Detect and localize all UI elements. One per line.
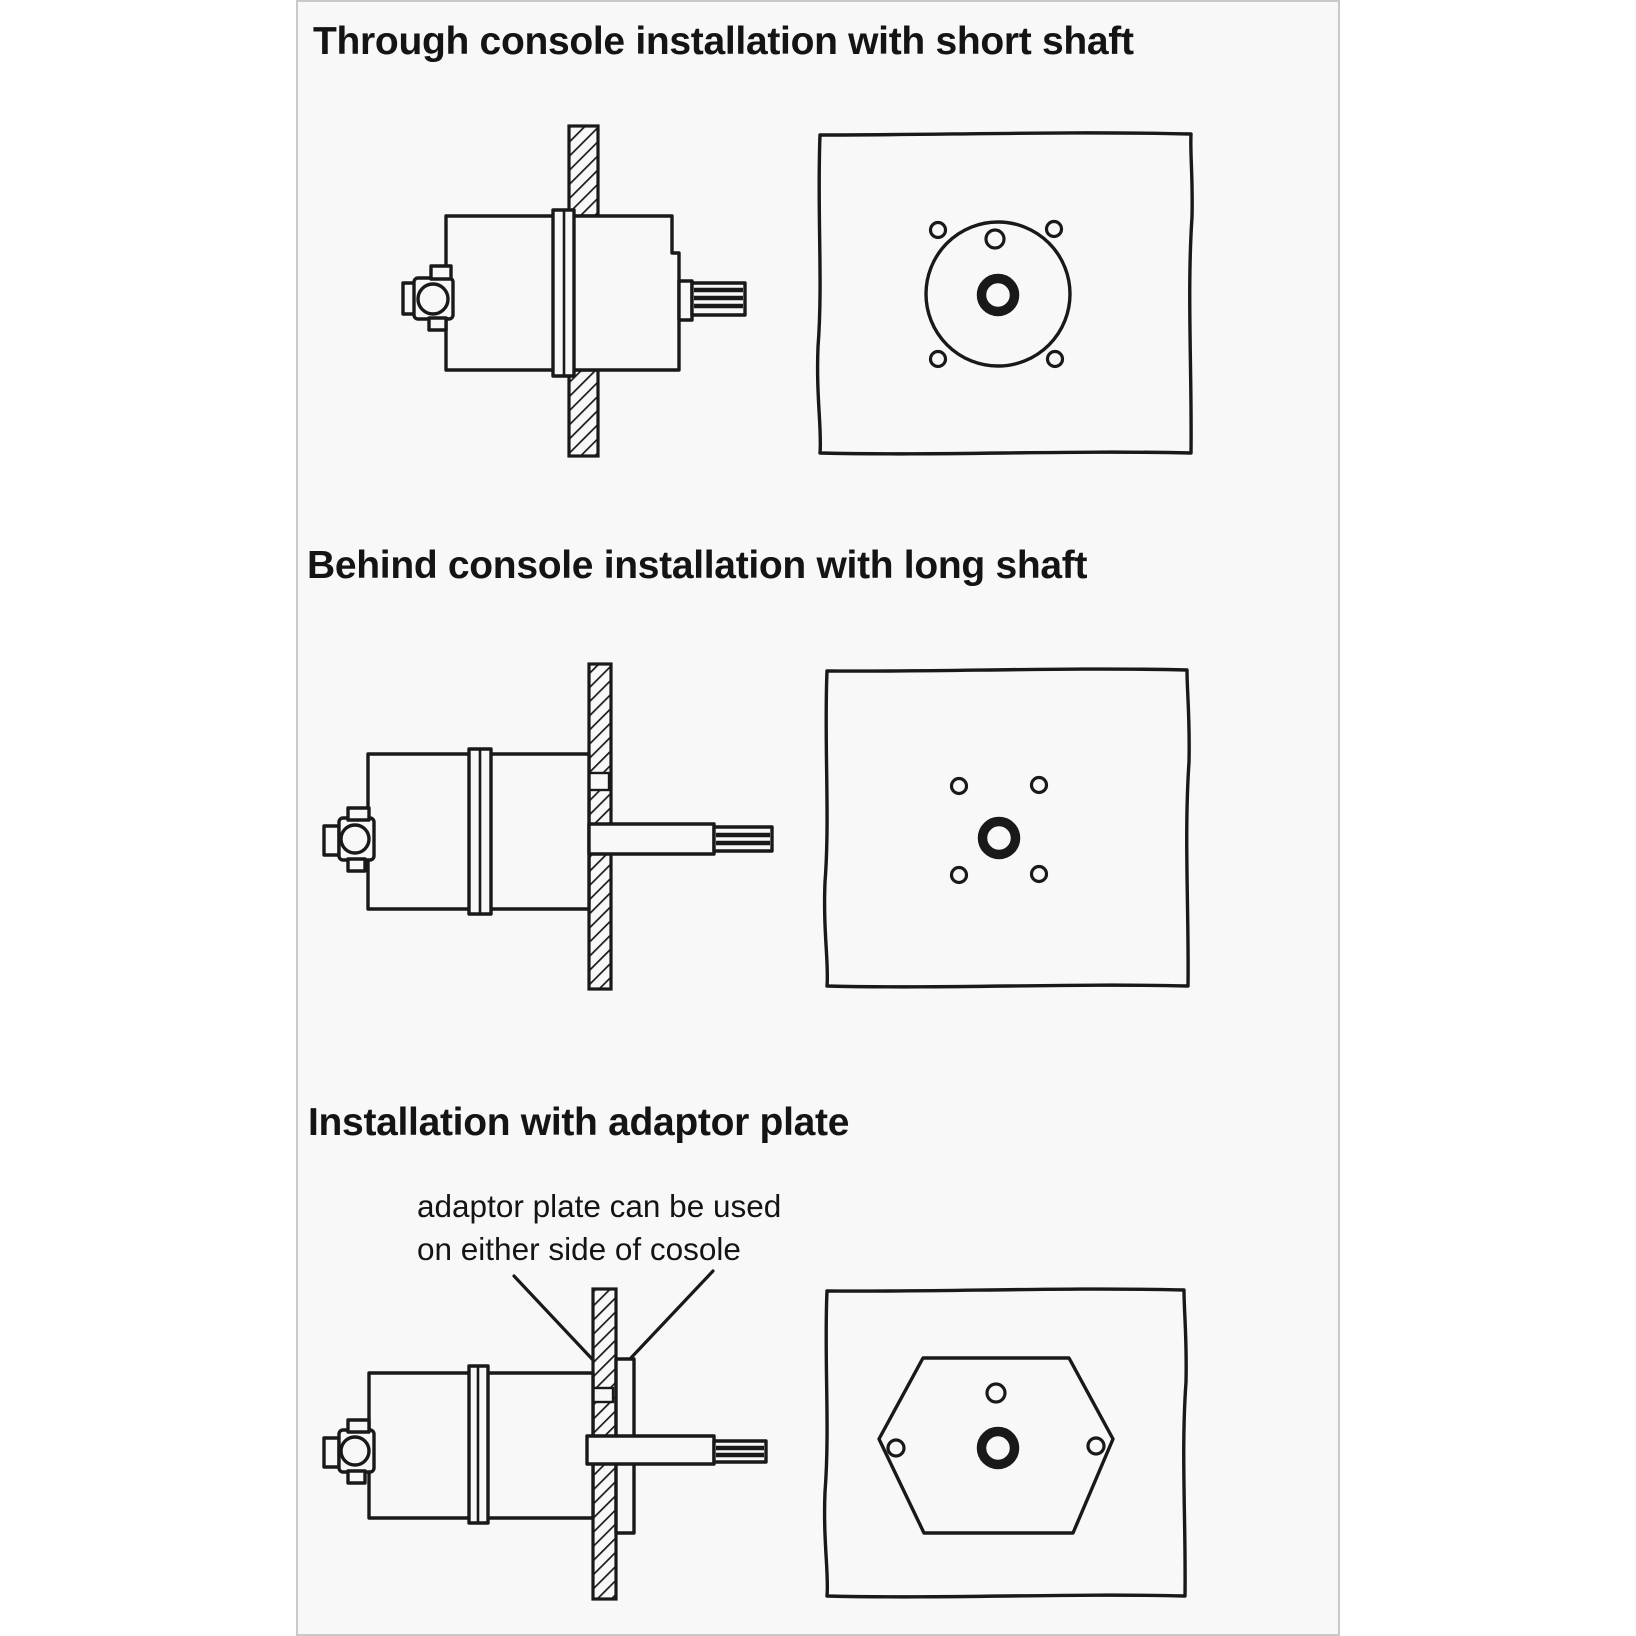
- fitting-port-circle: [339, 1435, 371, 1467]
- mounting-hole: [1029, 864, 1049, 884]
- mounting-hole: [1029, 775, 1049, 795]
- splined-shaft-end: [712, 1439, 768, 1464]
- fitting-notch-top: [346, 1418, 371, 1434]
- leader-line-left: [512, 1274, 595, 1362]
- console-panel: [822, 667, 1191, 989]
- mounting-hole: [928, 349, 948, 369]
- figure-adaptor-plate-front-view: [822, 1287, 1188, 1599]
- mounting-hole: [949, 776, 969, 796]
- mounting-hole: [886, 1438, 906, 1458]
- page-sheet: Through console installation with short …: [296, 0, 1340, 1636]
- fitting-notch-top: [429, 264, 453, 281]
- shaft-hole: [977, 816, 1021, 860]
- section-title-adaptor-plate: Installation with adaptor plate: [308, 1101, 850, 1144]
- alignment-hole: [985, 1382, 1007, 1404]
- mounting-hole: [928, 220, 948, 240]
- adaptor-plate-annotation: adaptor plate can be used on either side…: [417, 1185, 781, 1271]
- hexagonal-adaptor-plate: [877, 1356, 1115, 1535]
- figure-through-console-side-view: [401, 124, 747, 458]
- wall-clearance-hole: [591, 1386, 615, 1404]
- annotation-line-2: on either side of cosole: [417, 1231, 741, 1267]
- section-title-behind-console: Behind console installation with long sh…: [307, 544, 1088, 587]
- console-panel: [815, 131, 1194, 456]
- annotation-line-1: adaptor plate can be used: [417, 1188, 782, 1224]
- fitting-notch-top: [346, 806, 371, 822]
- fitting-port-circle: [416, 282, 450, 316]
- mounting-hole: [1045, 349, 1065, 369]
- wall-clearance-hole: [587, 771, 611, 792]
- bezel-circle: [924, 220, 1072, 368]
- console-wall-lower-section: [567, 368, 600, 458]
- hose-fitting-end: [322, 824, 341, 857]
- console-panel: [822, 1287, 1188, 1599]
- alignment-hole: [984, 228, 1006, 250]
- fitting-notch-bottom: [346, 857, 367, 873]
- mounting-hole: [949, 865, 969, 885]
- fitting-notch-bottom: [346, 1469, 367, 1485]
- mounting-hole: [1086, 1436, 1106, 1456]
- shaft-hole: [976, 273, 1020, 317]
- installation-diagrams: [322, 124, 1194, 1601]
- hose-fitting-end: [322, 1436, 341, 1469]
- fitting-notch-bottom: [427, 316, 448, 332]
- figure-behind-console-side-view: [322, 662, 774, 991]
- long-shaft: [587, 822, 716, 856]
- shaft-hole: [976, 1426, 1020, 1470]
- mounting-hole: [1044, 219, 1064, 239]
- fitting-port-circle: [339, 823, 371, 855]
- annotation-leader-lines: [512, 1269, 715, 1362]
- long-shaft: [585, 1434, 716, 1466]
- splined-shaft-end: [712, 825, 774, 853]
- figure-through-console-front-view: [815, 131, 1194, 456]
- console-wall-upper-section: [567, 124, 600, 218]
- section-title-through-console: Through console installation with short …: [313, 20, 1134, 63]
- figure-behind-console-front-view: [822, 667, 1191, 989]
- shaft-hub: [677, 279, 694, 322]
- figure-adaptor-plate-side-view: [322, 1287, 768, 1601]
- leader-line-right: [627, 1269, 715, 1362]
